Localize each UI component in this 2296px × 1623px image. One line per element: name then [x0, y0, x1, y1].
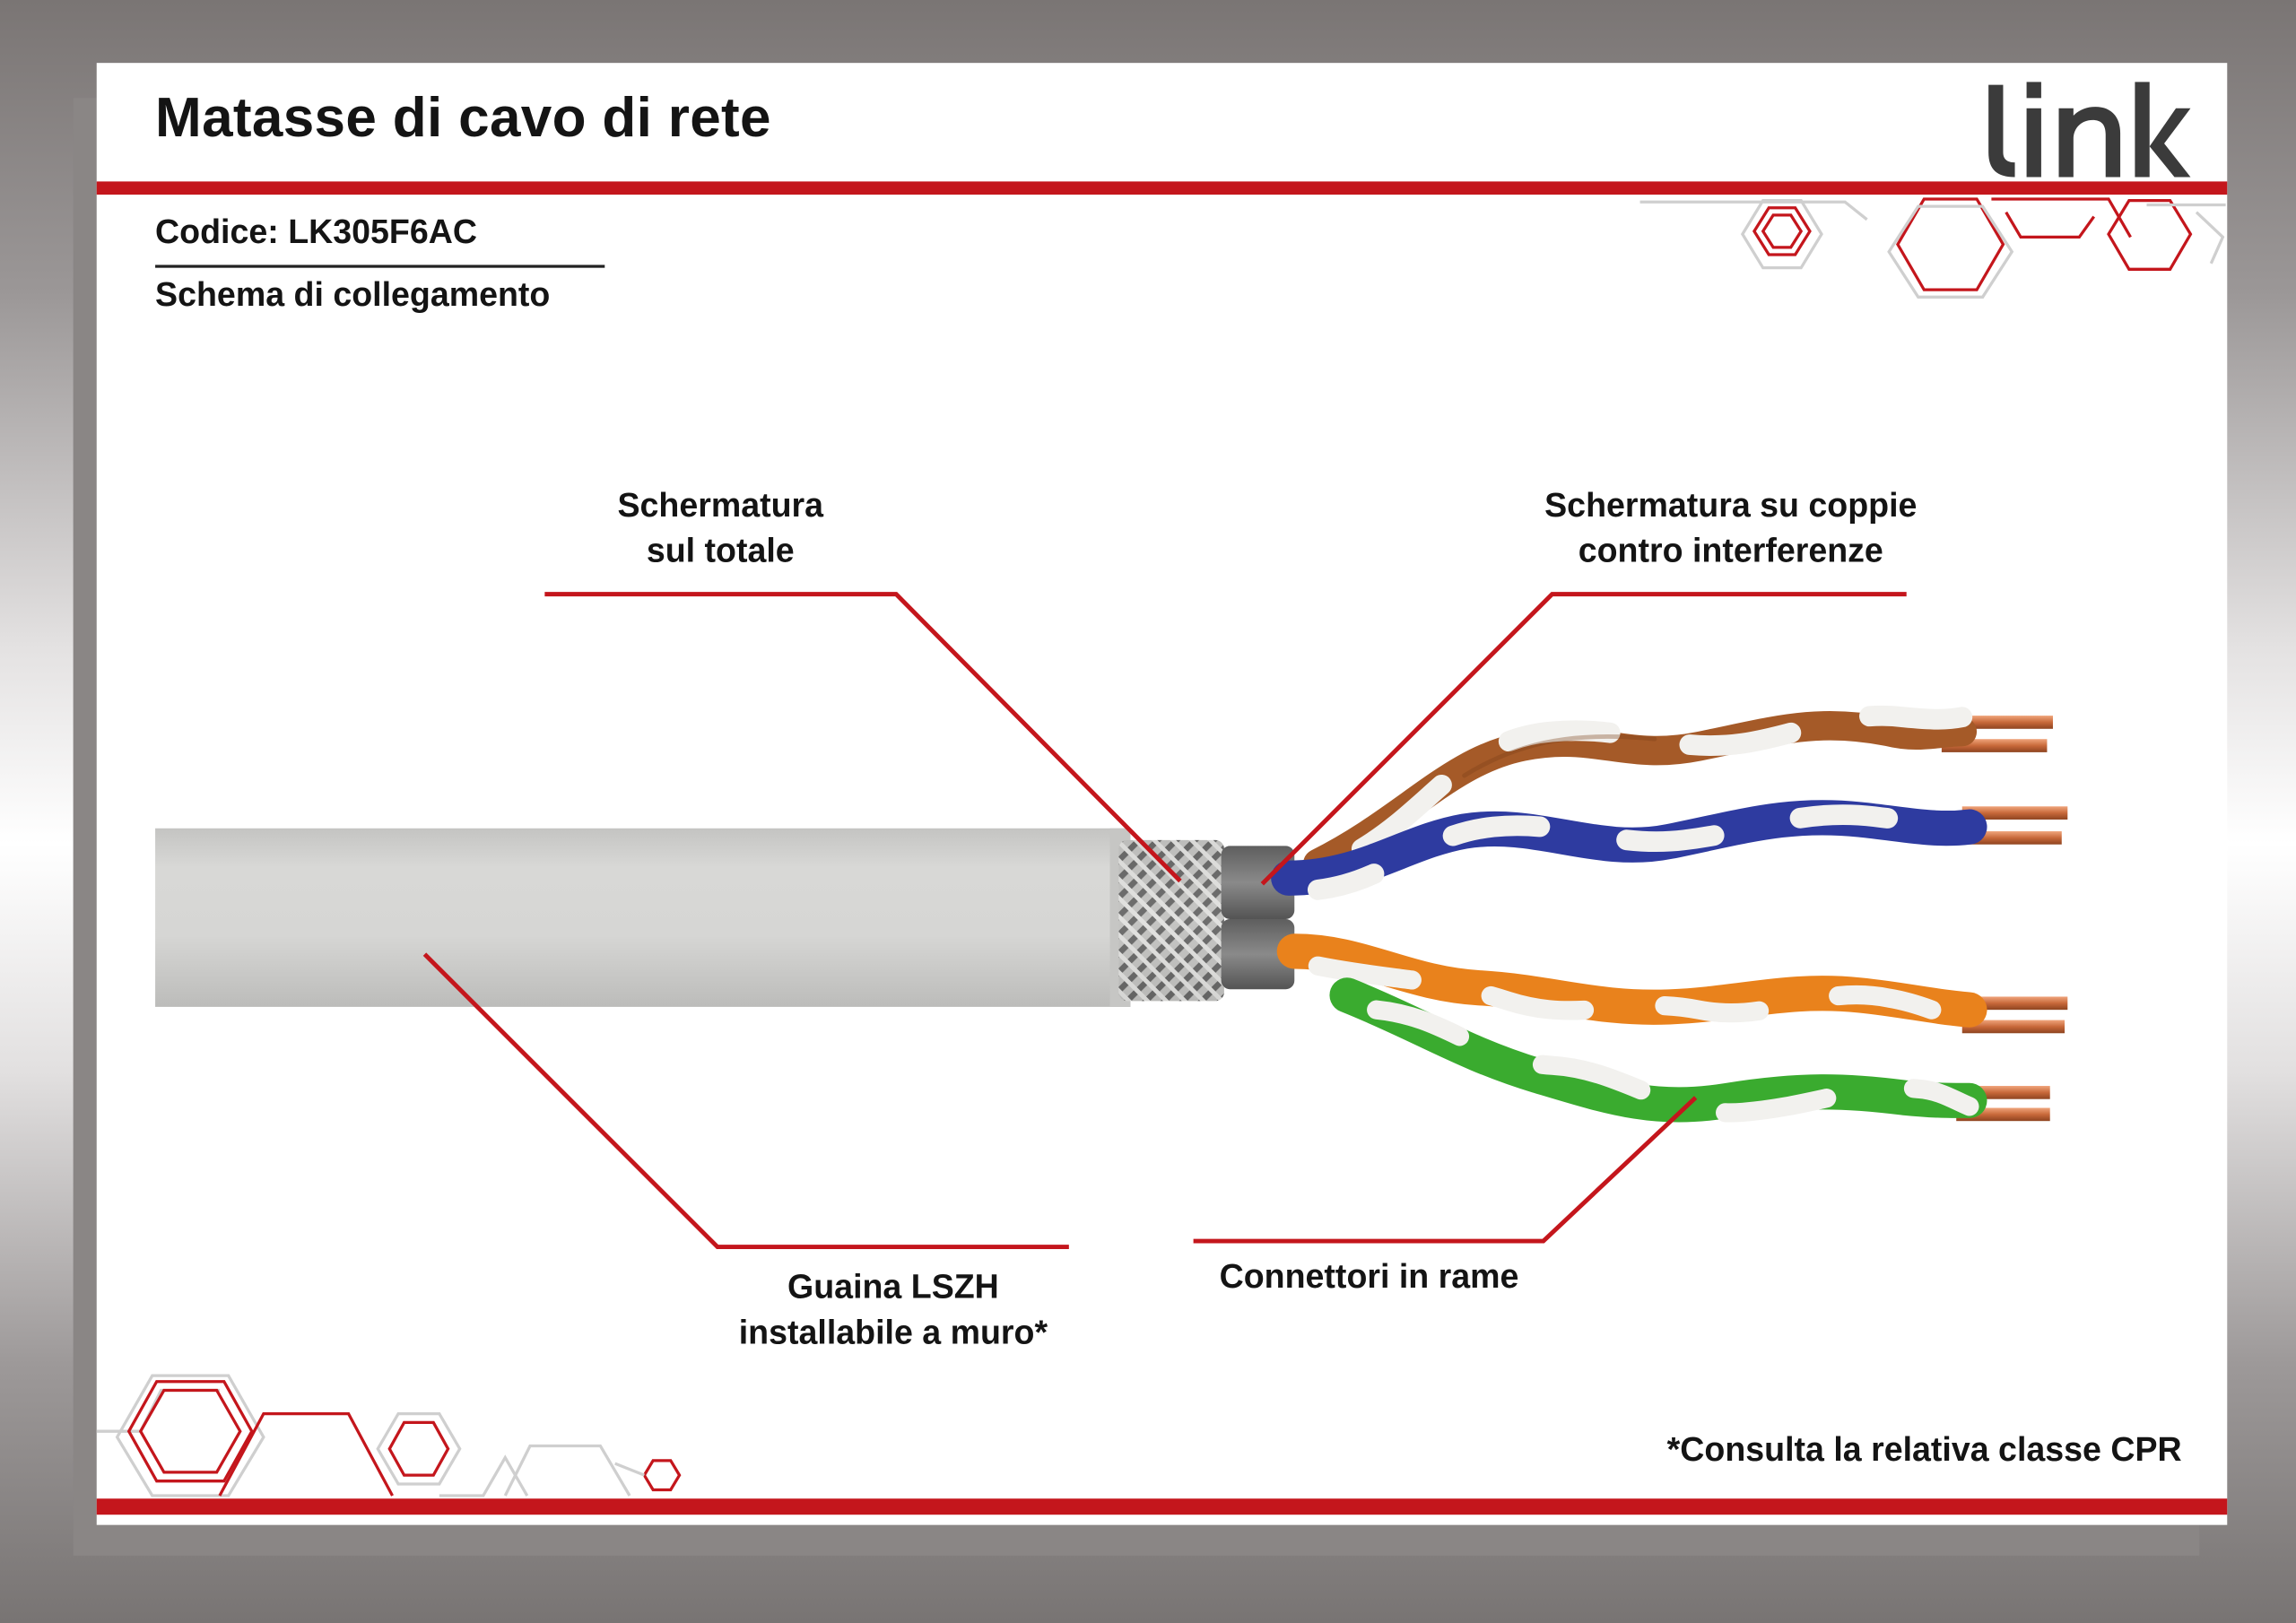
orange-twisted-pair	[1276, 933, 1987, 1031]
green-twisted-pair	[1329, 977, 1987, 1123]
pair-foil-shield-top	[1221, 846, 1295, 919]
page-title: Matasse di cavo di rete	[155, 87, 771, 150]
cpr-footnote: *Consulta la relativa classe CPR	[1666, 1429, 2182, 1468]
copper-conductors	[1941, 716, 2068, 1122]
leader-overall-shield	[544, 592, 1182, 883]
callout-sheath: Guaina LSZH installabile a muro*	[688, 1264, 1098, 1355]
leader-pair-shield	[1260, 592, 1907, 886]
callout-overall-shield: Schermatura sul totale	[574, 483, 867, 574]
code-underline	[155, 265, 605, 268]
callout-pair-shield-line1: Schermatura su coppie	[1544, 485, 1918, 525]
content-card	[96, 63, 2228, 1525]
callout-pair-shield: Schermatura su coppie contro interferenz…	[1479, 483, 1983, 574]
callout-leaders	[422, 592, 1907, 1249]
callout-sheath-line2: installabile a muro*	[738, 1312, 1048, 1351]
header-red-band	[96, 181, 2228, 195]
link-logo	[1988, 82, 2191, 178]
product-code: Codice: LK305F6AC	[155, 212, 477, 251]
diagram-subtitle: Schema di collegamento	[155, 274, 551, 314]
leader-sheath	[422, 952, 1069, 1249]
hexagon-decoration-top	[1639, 197, 2226, 299]
pair-foil-shield-bottom	[1221, 918, 1295, 990]
cable-jacket	[155, 828, 1131, 1007]
footer-red-band	[96, 1498, 2228, 1515]
blue-twisted-pair	[1271, 800, 1987, 900]
callout-copper: Connettori in rame	[1171, 1254, 1567, 1300]
callout-sheath-line1: Guaina LSZH	[787, 1267, 999, 1306]
callout-overall-shield-line1: Schermatura	[617, 485, 824, 525]
leader-copper	[1193, 1096, 1698, 1244]
callout-copper-line1: Connettori in rame	[1219, 1256, 1519, 1296]
hexagon-decoration-bottom	[96, 1374, 682, 1497]
callout-pair-shield-line2: contro interferenze	[1578, 531, 1883, 569]
callout-overall-shield-line2: sul totale	[646, 531, 795, 569]
brown-twisted-pair	[1303, 705, 1978, 879]
